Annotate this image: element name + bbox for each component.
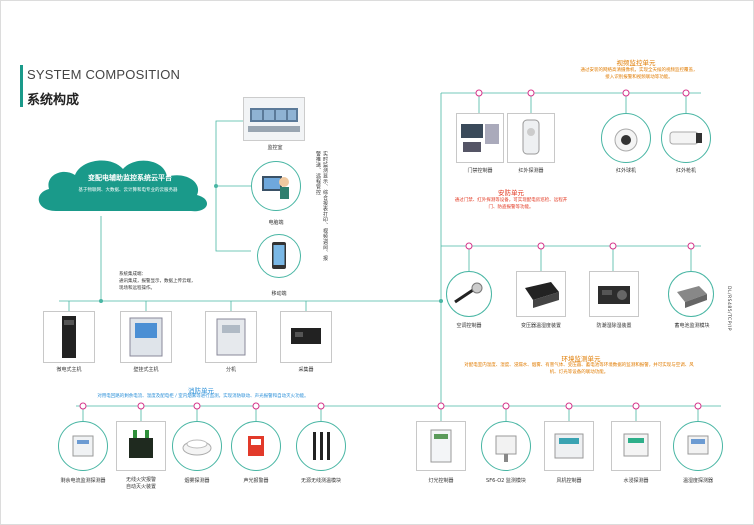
- cabinet-host-icon: [62, 316, 76, 358]
- fire-device-3: [172, 421, 222, 471]
- env-bottom-device-3: [544, 421, 594, 471]
- fire-device-3-label: 烟雾探测器: [184, 478, 210, 484]
- middle-device-3-label: 分机: [225, 367, 236, 373]
- env-device-3: [589, 271, 639, 317]
- environment-unit-title: 环境监测单元: [561, 355, 601, 363]
- env-bottom-device-1-label: 灯光控制器: [428, 478, 454, 484]
- mobile-phone-icon: [272, 242, 286, 269]
- monitor-room-label: 监控室: [267, 145, 283, 151]
- env-bottom-device-5-label: 温湿度探测器: [682, 478, 713, 484]
- middle-device-4: [280, 311, 332, 363]
- middle-device-1-label: 微电式主机: [56, 367, 82, 373]
- protocol-note: DL/RS485/TCP/IP: [726, 286, 731, 331]
- env-bottom-device-5: [673, 421, 723, 471]
- infrared-bullet-camera-icon: [669, 131, 702, 145]
- fan-controller-icon: [554, 433, 584, 459]
- monitor-room-image: [243, 97, 305, 141]
- cloud-platform: 变配电辅助监控系统云平台 基于物联网、大数据、云计算和电专业的云服务器: [31, 151, 216, 221]
- video-unit-desc: 通过安装的网络高清摄像机，实现全天候的视频监控覆盖，接入识别报警和视频联动等功能…: [580, 68, 698, 80]
- video-device-3: [601, 113, 651, 163]
- cloud-icon: [38, 160, 208, 212]
- video-device-3-label: 红外球机: [615, 168, 636, 174]
- collector-icon: [291, 328, 321, 344]
- middle-device-1: [43, 311, 95, 363]
- light-controller-icon: [430, 429, 452, 463]
- video-device-4-label: 红外枪机: [675, 168, 696, 174]
- environment-unit-desc: 对配电室内温度、湿度、浸漏水、烟雾、有害气体、变压器、蓄电池等环境数据的监测和报…: [464, 363, 694, 375]
- video-device-2-label: 红外探测器: [518, 168, 544, 174]
- env-bottom-device-4: [611, 421, 661, 471]
- cloud-title: 变配电辅助监控系统云平台: [88, 174, 172, 182]
- transformer-monitor-icon: [525, 282, 559, 308]
- env-bottom-device-1: [416, 421, 466, 471]
- infrared-dome-camera-icon: [614, 128, 638, 152]
- computer-icon: [262, 176, 289, 199]
- video-unit-title: 视频监控单元: [616, 59, 656, 67]
- env-device-4-label: 蓄电池监测模块: [674, 323, 710, 329]
- env-device-3-label: 防潮湿除湿装置: [596, 323, 632, 329]
- env-device-1-label: 空调控制器: [456, 323, 482, 329]
- fire-device-5-label: 无源无线测温模块: [300, 478, 341, 484]
- monitor-room-icon: [248, 108, 300, 132]
- video-device-1-label: 门禁控制器: [467, 168, 493, 174]
- fire-device-4: [231, 421, 281, 471]
- security-unit-title: 安防单元: [498, 189, 524, 197]
- fire-device-1-label: 剩余电流监测探测器: [60, 478, 106, 484]
- mobile-device: [257, 234, 301, 278]
- fire-device-5: [296, 421, 346, 471]
- env-bottom-device-3-label: 风机控制器: [556, 478, 582, 484]
- water-leak-detector-icon: [623, 433, 649, 457]
- extension-unit-icon: [216, 318, 246, 356]
- title-accent-bar: [20, 65, 23, 107]
- wall-host-icon: [129, 317, 163, 357]
- fire-extinguisher-device-icon: [129, 430, 153, 458]
- cloud-subtitle: 基于物联网、大数据、云计算和电专业的云服务器: [78, 188, 178, 193]
- fire-device-2-label: 无线火灾报警 自动灭火装置: [125, 477, 156, 490]
- battery-monitor-icon: [677, 286, 707, 308]
- infrared-detector-icon: [522, 119, 540, 155]
- integration-note: 系统集成端： 通讯集成，报警显示，数据上传云端，现场和远程操作。: [119, 272, 196, 291]
- middle-device-4-label: 采集器: [298, 367, 314, 373]
- middle-device-2-label: 壁挂式主机: [133, 367, 159, 373]
- env-device-2: [516, 271, 566, 317]
- fire-device-2: [116, 421, 166, 471]
- sound-light-alarm-icon: [248, 436, 264, 456]
- computer-label: 电脑端: [268, 220, 284, 226]
- fire-unit-desc: 对用电回路的剩余电流、温度及配电柜 / 室内烟雾等进行监测，实现消防联动、声光报…: [97, 394, 309, 399]
- top-function-note: 实时监测显示、综合报表打印、视频调阅、报警推送、远程管控: [315, 151, 328, 261]
- video-device-4: [661, 113, 711, 163]
- fire-device-1: [58, 421, 108, 471]
- env-device-4: [668, 271, 714, 317]
- title-english: SYSTEM COMPOSITION: [27, 67, 181, 82]
- mobile-label: 移动端: [271, 291, 287, 297]
- video-device-2: [507, 113, 555, 163]
- temperature-humidity-detector-icon: [687, 435, 709, 455]
- dehumidifier-icon: [598, 286, 630, 304]
- env-device-1: [446, 271, 492, 317]
- sf6-o2-module-icon: [495, 435, 517, 462]
- middle-device-2: [120, 311, 172, 363]
- middle-device-3: [205, 311, 257, 363]
- env-bottom-device-2: [481, 421, 531, 471]
- wireless-temperature-module-icon: [313, 432, 330, 460]
- smoke-detector-icon: [182, 439, 212, 456]
- computer-device: [251, 161, 301, 211]
- security-unit-desc: 通过门禁、红外探测等设备，可实现配电房巡检、远程开门、防盗报警等功能。: [454, 198, 568, 210]
- access-controller-icon: [461, 124, 499, 152]
- fire-unit-title: 消防单元: [188, 387, 214, 395]
- env-bottom-device-2-label: SF6-O2 监测模块: [486, 478, 526, 484]
- env-bottom-device-4-label: 水浸探测器: [623, 478, 649, 484]
- ac-controller-icon: [454, 282, 483, 304]
- fire-device-4-label: 声光报警器: [243, 478, 269, 484]
- env-device-2-label: 变压器温湿度装置: [520, 323, 561, 329]
- title-chinese: 系统构成: [27, 93, 80, 108]
- video-device-1: [456, 113, 504, 163]
- residual-current-detector-icon: [72, 435, 94, 457]
